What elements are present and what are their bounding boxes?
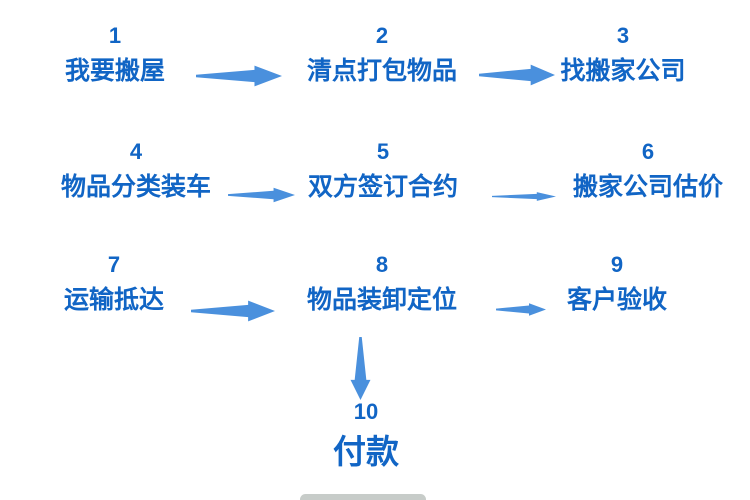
step-4-number: 4 (129, 139, 143, 164)
arrow-icon-8-to-10-down (348, 337, 373, 400)
step-5: 5 双方签订合约 (307, 138, 459, 201)
step-3-number: 3 (616, 23, 630, 48)
step-6-number: 6 (641, 139, 655, 164)
arrow-icon-8-to-9 (496, 301, 546, 318)
step-3-label: 找搬家公司 (560, 57, 686, 85)
step-8: 8 物品装卸定位 (306, 251, 458, 314)
step-10-label: 付款 (333, 433, 399, 470)
step-10: 10 付款 (291, 398, 441, 470)
step-5-number: 5 (376, 139, 390, 164)
arrow-icon-4-to-5 (228, 186, 295, 204)
arrow-icon-1-to-2 (196, 63, 282, 89)
step-10-number: 10 (353, 399, 379, 424)
step-4-label: 物品分类装车 (60, 173, 211, 201)
step-8-label: 物品装卸定位 (306, 286, 457, 314)
arrow-icon-2-to-3 (479, 62, 555, 88)
cut-off-bottom-bar (300, 494, 426, 500)
step-6-label: 搬家公司估价 (572, 173, 723, 201)
step-7: 7 运输抵达 (38, 251, 190, 314)
step-4: 4 物品分类装车 (60, 138, 212, 201)
step-7-number: 7 (107, 252, 121, 277)
step-6: 6 搬家公司估价 (558, 138, 738, 201)
step-2-number: 2 (375, 23, 389, 48)
step-1-number: 1 (108, 23, 122, 48)
step-1: 1 我要搬屋 (39, 22, 191, 85)
step-2: 2 清点打包物品 (306, 22, 458, 85)
step-9-number: 9 (610, 252, 624, 277)
step-7-label: 运输抵达 (63, 286, 164, 314)
step-8-number: 8 (375, 252, 389, 277)
step-5-label: 双方签订合约 (307, 173, 458, 201)
step-9-label: 客户验收 (566, 286, 667, 314)
arrow-icon-5-to-6 (492, 190, 556, 203)
step-2-label: 清点打包物品 (306, 57, 457, 85)
step-3: 3 找搬家公司 (547, 22, 699, 85)
arrow-icon-7-to-8 (191, 298, 275, 324)
step-1-label: 我要搬屋 (64, 57, 165, 85)
step-9: 9 客户验收 (541, 251, 693, 314)
